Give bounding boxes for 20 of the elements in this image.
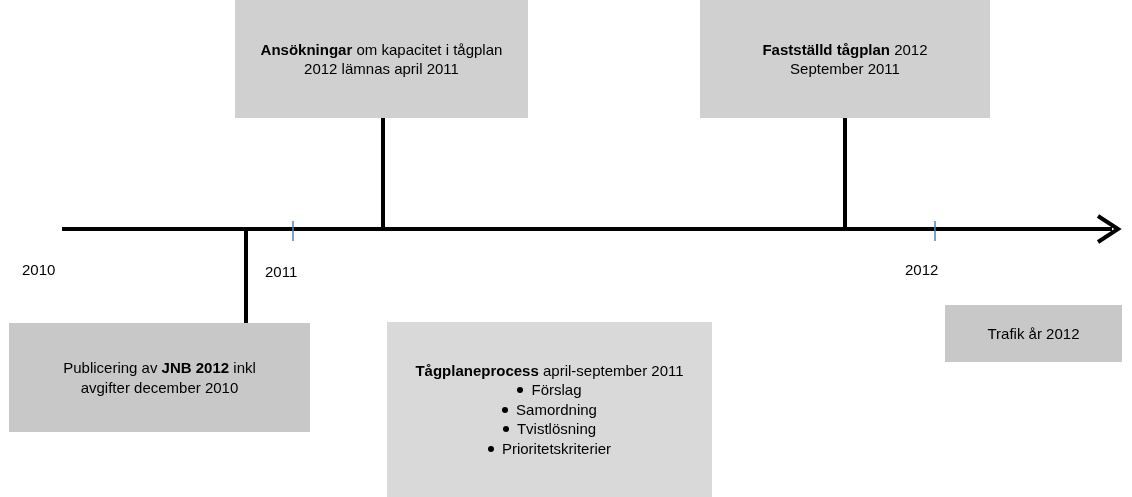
event-box: [700, 0, 990, 118]
connector-line: [843, 118, 847, 229]
year-label: 2012: [905, 261, 939, 278]
bullet-item: Prioritetskriterier: [501, 438, 612, 459]
event-box: [387, 322, 712, 497]
event-text: Tågplaneprocess april-september 2011: [415, 360, 684, 381]
event-text: Publicering av JNB 2012 inkl avgifter december 2010: [62, 358, 257, 397]
bullet-item: Förslag: [531, 380, 582, 400]
event-box: [945, 305, 1122, 362]
year-label: 2010: [22, 261, 56, 278]
bullet-item: Samordning: [516, 399, 597, 420]
year-label: 2011: [265, 263, 298, 280]
bullet-item: Tvistlösning: [516, 419, 597, 439]
event-text: Ansökningar om kapacitet i tågplan 2012 lämnas april 2011: [259, 39, 504, 79]
connector-line: [244, 229, 248, 323]
event-box: [235, 0, 528, 118]
connector-line: [381, 118, 385, 229]
event-text: Fastställd tågplan 2012 September 2011: [761, 39, 929, 79]
event-box: [9, 323, 310, 432]
event-text: Trafik år 2012: [987, 323, 1080, 344]
